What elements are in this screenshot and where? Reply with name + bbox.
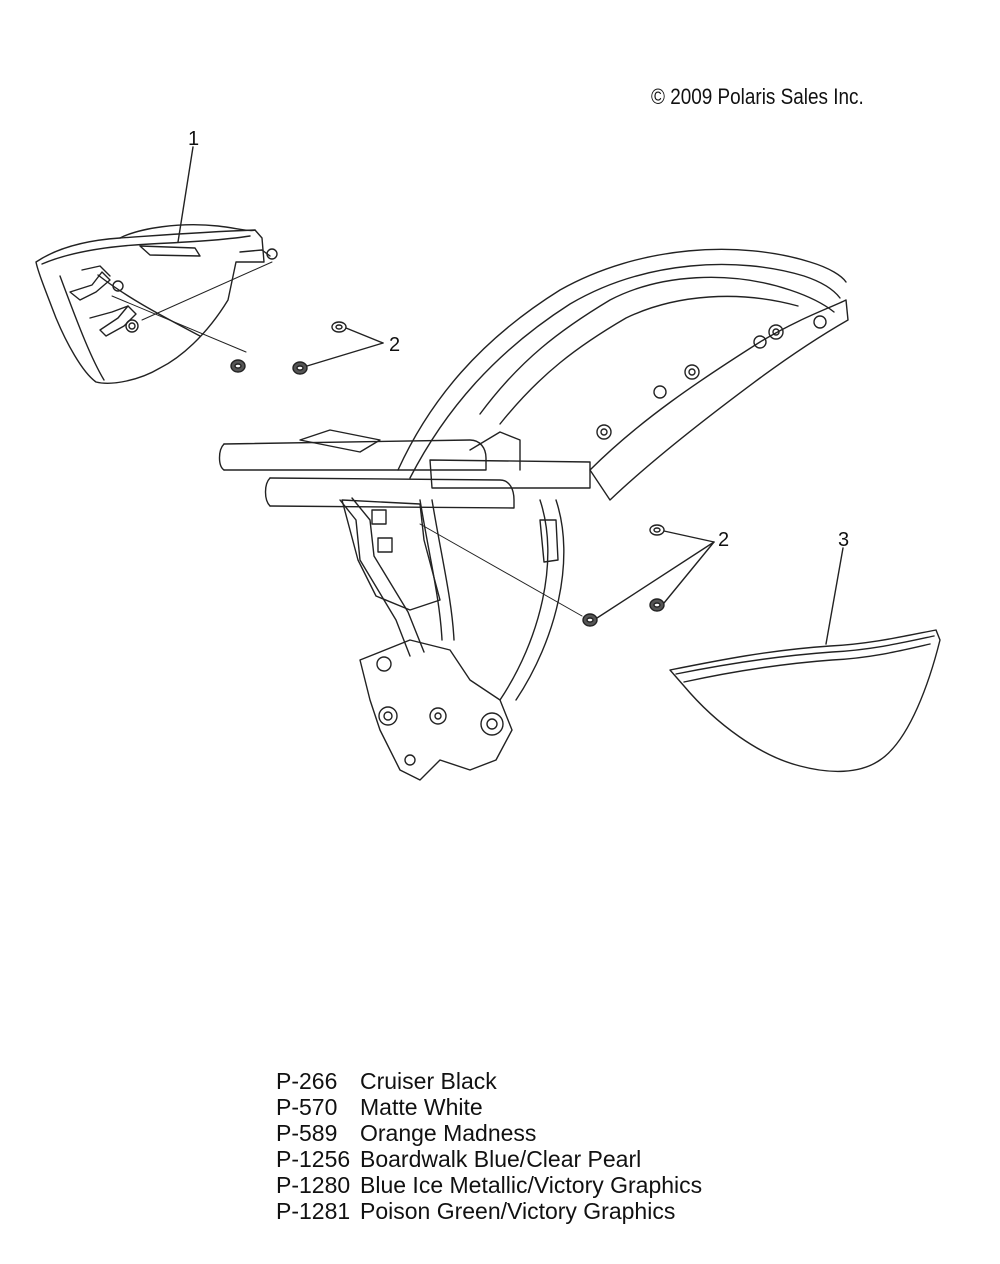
- legend-row: P-589 Orange Madness: [276, 1120, 702, 1146]
- paint-code: P-1256: [276, 1146, 351, 1172]
- legend-row: P-1280 Blue Ice Metallic/Victory Graphics: [276, 1172, 702, 1198]
- legend-row: P-1281 Poison Green/Victory Graphics: [276, 1198, 702, 1224]
- legend-row: P-1256 Boardwalk Blue/Clear Pearl: [276, 1146, 702, 1172]
- callout-part-1: 1: [188, 128, 200, 150]
- side-cover-left: [35, 224, 278, 384]
- side-cover-right: [669, 629, 941, 773]
- paint-code-legend: P-266 Cruiser Black P-570 Matte White P-58…: [276, 1068, 702, 1224]
- paint-name: Poison Green/Victory Graphics: [360, 1198, 676, 1224]
- paint-code: P-1280: [276, 1172, 351, 1198]
- copyright-notice: © 2009 Polaris Sales Inc.: [651, 84, 864, 109]
- callout-part-3: 3: [838, 529, 850, 551]
- paint-code: P-1281: [276, 1198, 351, 1224]
- paint-name: Cruiser Black: [360, 1068, 497, 1094]
- paint-code: P-589: [276, 1120, 338, 1146]
- callout-part-2-lower: 2: [718, 529, 730, 551]
- paint-code: P-570: [276, 1094, 338, 1120]
- paint-name: Blue Ice Metallic/Victory Graphics: [360, 1172, 703, 1198]
- grommets-lower: [582, 524, 665, 627]
- paint-name: Boardwalk Blue/Clear Pearl: [360, 1146, 642, 1172]
- legend-row: P-266 Cruiser Black: [276, 1068, 702, 1094]
- grommets-upper: [230, 321, 347, 375]
- paint-name: Orange Madness: [360, 1120, 537, 1146]
- callout-part-2-upper: 2: [389, 334, 401, 356]
- motorcycle-frame: [218, 248, 849, 781]
- paint-code: P-266: [276, 1068, 338, 1094]
- legend-row: P-570 Matte White: [276, 1094, 702, 1120]
- paint-name: Matte White: [360, 1094, 483, 1120]
